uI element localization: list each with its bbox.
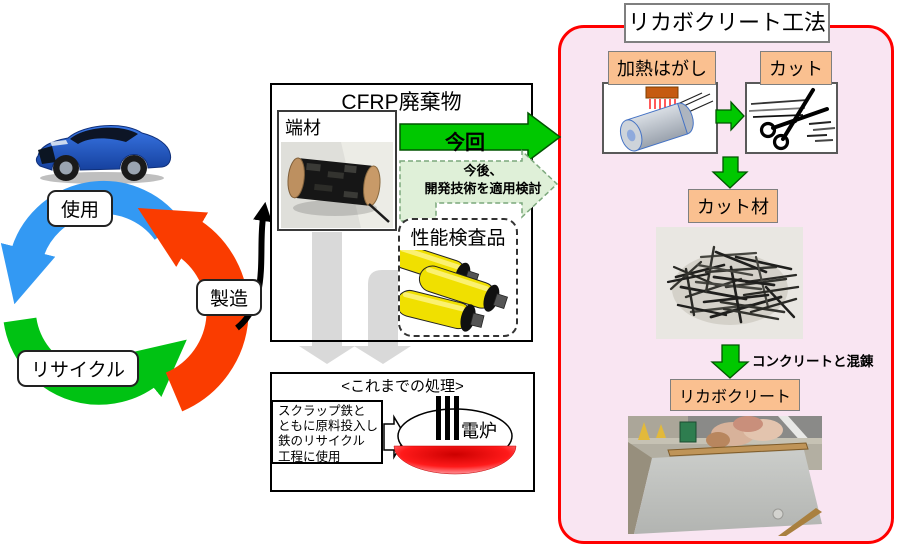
inspection-items-photo xyxy=(400,250,509,332)
offcuts-photo xyxy=(281,142,393,228)
cut-material-text: カット材 xyxy=(697,197,769,217)
recycle-text: リサイクル xyxy=(31,360,126,381)
cfrp-waste-title: CFRP廃棄物 xyxy=(341,91,462,114)
heat-peel-illustration xyxy=(619,86,714,152)
lifecycle-recycle-label: リサイクル xyxy=(17,350,140,387)
recabocrete-product-label: リカボクリート xyxy=(670,379,801,411)
description-line: 工程に使用 xyxy=(278,449,341,464)
furnace-label: 電炉 xyxy=(461,421,497,441)
lifecycle-manufacture-label: 製造 xyxy=(196,279,263,316)
inspection-items-label: 性能検査品 xyxy=(410,228,506,249)
offcuts-label: 端材 xyxy=(285,118,321,138)
recabocrete-photo xyxy=(628,416,822,536)
description-line: 鉄のリサイクル xyxy=(278,434,365,449)
lifecycle-use-label: 使用 xyxy=(47,190,114,227)
use-text: 使用 xyxy=(61,200,100,221)
future-line1: 今後、 xyxy=(463,163,503,178)
mix-with-concrete-label: コンクリートと混錬 xyxy=(752,354,874,369)
heat-peel-text: 加熱はがし xyxy=(617,59,707,79)
cut-text: カット xyxy=(769,59,823,79)
offcuts-box: 端材 xyxy=(277,110,397,231)
description-line: ともに原料投入し xyxy=(278,419,379,434)
recabocrete-title: リカボクリート工法 xyxy=(627,10,826,35)
heat-peel-label: 加熱はがし xyxy=(608,51,716,85)
recabocrete-title-box: リカボクリート工法 xyxy=(624,3,830,43)
fiber-pile-illustration xyxy=(656,227,803,339)
now-arrow-label: 今回 xyxy=(445,132,485,154)
car-illustration xyxy=(35,125,172,184)
cut-image xyxy=(745,82,838,154)
concrete-slab-illustration xyxy=(628,416,822,536)
previous-process-description: スクラップ鉄と ともに原料投入し 鉄のリサイクル 工程に使用 xyxy=(271,400,383,464)
manufacture-text: 製造 xyxy=(210,289,249,310)
car-image xyxy=(28,100,176,188)
heat-peel-image xyxy=(602,82,718,154)
future-arrow-label: 今後、 開発技術を適用検討 xyxy=(412,162,554,198)
cut-material-label: カット材 xyxy=(688,189,778,223)
inspection-items-box: 性能検査品 xyxy=(398,218,518,337)
cut-label: カット xyxy=(760,51,832,85)
scissors-illustration xyxy=(748,88,836,151)
cut-material-photo xyxy=(656,227,803,339)
future-line2: 開発技術を適用検討 xyxy=(424,181,542,196)
description-line: スクラップ鉄と xyxy=(278,404,366,418)
recabocrete-product-text: リカボクリート xyxy=(679,389,792,406)
previous-process-title: <これまでの処理> xyxy=(341,378,464,395)
